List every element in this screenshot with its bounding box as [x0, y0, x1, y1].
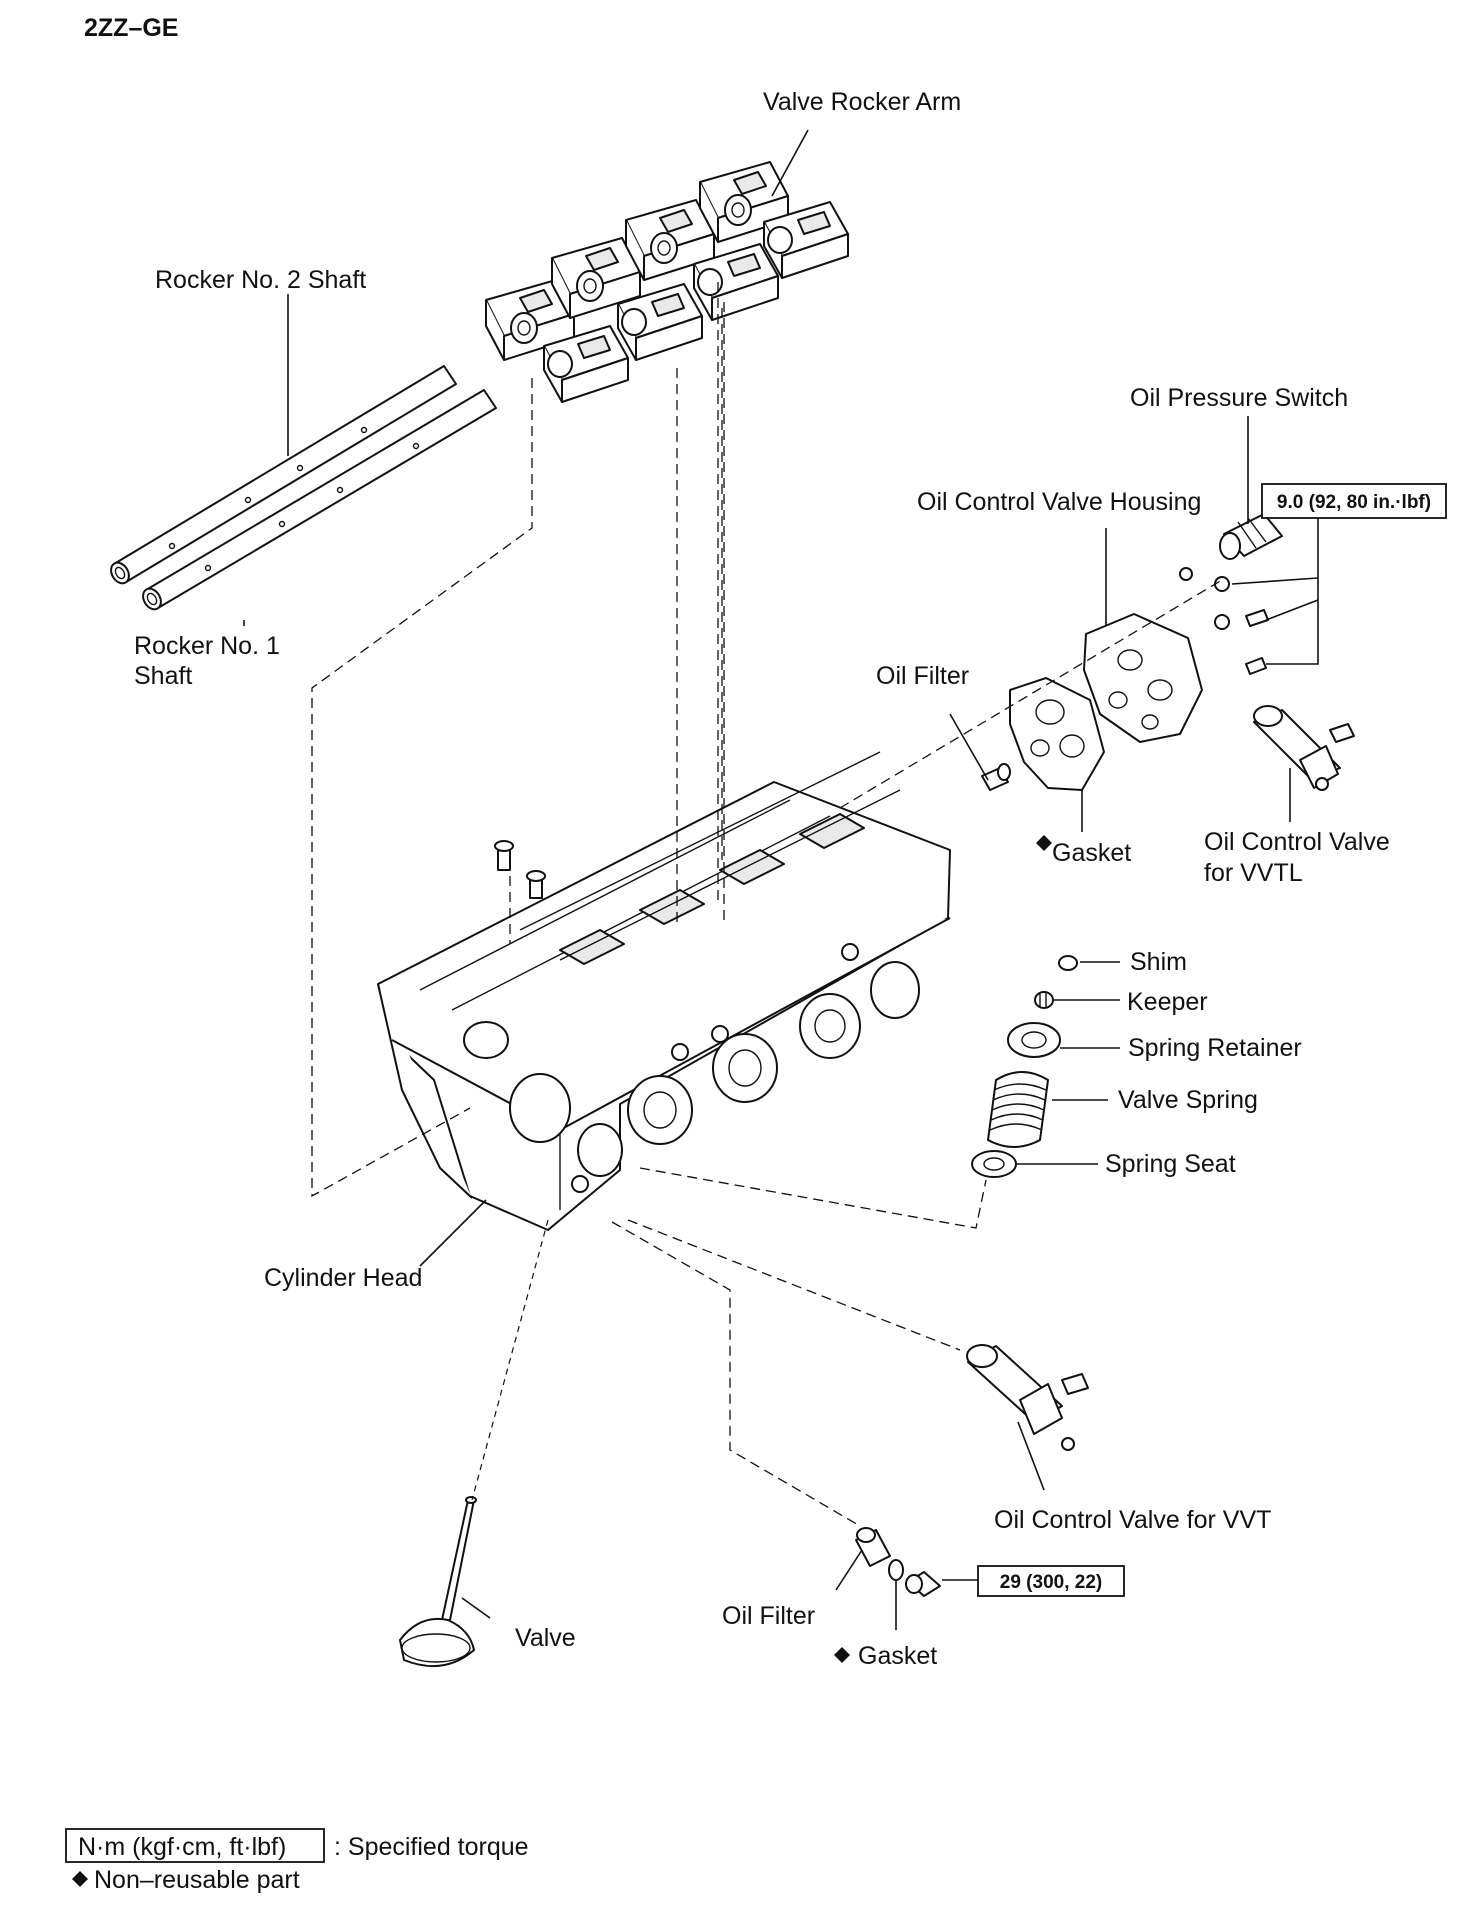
label-ocv-vvt: Oil Control Valve for VVT — [994, 1506, 1271, 1534]
rocker-arm-3 — [625, 199, 715, 281]
label-valve-rocker-arm: Valve Rocker Arm — [763, 88, 961, 116]
ocv-vvtl-part — [1253, 705, 1355, 791]
housing-bolts — [1179, 567, 1269, 675]
torque-value-oil-pressure-switch: 9.0 (92, 80 in.·lbf) — [1277, 492, 1431, 513]
rocker-no2-shaft — [110, 365, 457, 585]
rocker-arm-6 — [617, 283, 703, 361]
label-spring-seat: Spring Seat — [1105, 1150, 1236, 1178]
valve-part — [399, 1496, 477, 1667]
label-oil-filter-lower: Oil Filter — [722, 1602, 815, 1630]
label-oil-filter-upper: Oil Filter — [876, 662, 969, 690]
rocker-arm-7 — [693, 243, 779, 321]
torque-value-ocv-vvt-plug: 29 (300, 22) — [1000, 1572, 1102, 1593]
oil-filter-upper-part — [981, 763, 1011, 791]
oil-control-valve-housing — [1083, 613, 1203, 743]
label-gasket-upper-text: Gasket — [1052, 839, 1131, 867]
plug-bolt-part — [905, 1571, 941, 1597]
assembly-guides — [311, 282, 1223, 1527]
legend: N·m (kgf·cm, ft·lbf) : Specified torque … — [65, 1828, 529, 1894]
label-ocv-vvtl-line1: Oil Control Valve — [1204, 828, 1390, 856]
legend-torque-desc: : Specified torque — [334, 1833, 529, 1861]
engine-code: 2ZZ–GE — [84, 14, 178, 42]
rocker-arm-2 — [551, 237, 641, 319]
non-reusable-diamond-icon — [1036, 835, 1052, 851]
label-gasket-upper: Gasket — [1036, 835, 1131, 867]
torque-box-ocv-vvt-plug: 29 (300, 22) — [977, 1565, 1125, 1597]
spring-seat-part — [971, 1150, 1017, 1178]
rocker-no1-shaft — [142, 389, 497, 611]
legend-torque-units: N·m (kgf·cm, ft·lbf) — [78, 1833, 286, 1861]
legend-torque-box — [65, 1828, 325, 1863]
label-rocker-no1-shaft-line1: Rocker No. 1 — [134, 632, 280, 660]
rocker-arm-4 — [699, 161, 789, 243]
oil-filter-lower-part — [855, 1527, 891, 1567]
leader-lines — [243, 129, 1319, 1630]
legend-non-reusable: Non–reusable part — [94, 1866, 300, 1894]
gasket-lower-part — [888, 1559, 904, 1581]
keeper-part — [1034, 991, 1054, 1009]
label-oil-pressure-switch: Oil Pressure Switch — [1130, 384, 1348, 412]
label-rocker-no1-shaft-line2: Shaft — [134, 662, 192, 690]
rocker-arm-1 — [485, 279, 575, 361]
label-shim: Shim — [1130, 948, 1187, 976]
label-oil-control-valve-housing: Oil Control Valve Housing — [917, 488, 1201, 516]
label-rocker-no2-shaft: Rocker No. 2 Shaft — [155, 266, 366, 294]
label-keeper: Keeper — [1127, 988, 1208, 1016]
spring-retainer-part — [1007, 1022, 1061, 1058]
oil-pressure-switch-part — [1219, 513, 1283, 560]
non-reusable-diamond-icon — [834, 1647, 850, 1663]
ocv-vvt-part — [966, 1344, 1089, 1451]
cylinder-head — [377, 751, 951, 1231]
label-cylinder-head: Cylinder Head — [264, 1264, 422, 1292]
label-spring-retainer: Spring Retainer — [1128, 1034, 1302, 1062]
valve-spring-part — [987, 1071, 1049, 1148]
gasket-upper-part — [1009, 677, 1105, 791]
shim-part — [1058, 955, 1078, 971]
torque-box-oil-pressure-switch: 9.0 (92, 80 in.·lbf) — [1261, 483, 1447, 519]
label-gasket-lower: Gasket — [834, 1642, 937, 1670]
non-reusable-diamond-icon — [72, 1871, 88, 1887]
rocker-arm-5 — [543, 325, 629, 403]
label-gasket-lower-text: Gasket — [858, 1642, 937, 1670]
label-valve: Valve — [515, 1624, 576, 1652]
valve-rocker-arm-group — [485, 161, 849, 403]
label-ocv-vvtl-line2: for VVTL — [1204, 859, 1303, 887]
rocker-arm-8 — [763, 201, 849, 279]
label-valve-spring: Valve Spring — [1118, 1086, 1258, 1114]
